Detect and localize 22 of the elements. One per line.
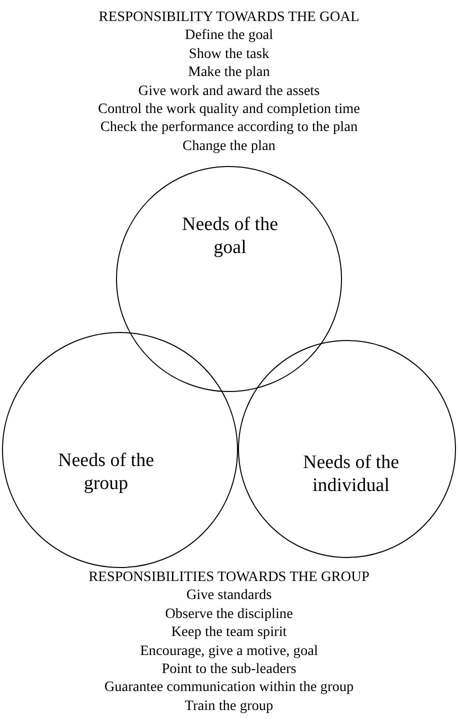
section-heading: RESPONSIBILITIES TOWARDS THE GROUP <box>88 568 370 586</box>
list-item: Give work and award the assets <box>138 82 320 100</box>
circle-label: Needs of the goal <box>180 213 280 259</box>
list-item: Encourage, give a motive, goal <box>140 642 318 660</box>
section-heading: RESPONSIBILITY TOWARDS THE GOAL <box>98 8 360 26</box>
list-item: Control the work quality and completion time <box>98 100 360 118</box>
venn-circle <box>116 166 342 392</box>
venn-circle <box>238 340 456 558</box>
list-item: Observe the discipline <box>165 604 293 624</box>
list-item: Define the goal <box>184 26 274 45</box>
list-item: Show the task <box>188 44 270 64</box>
list-item: Make the plan <box>188 63 270 82</box>
list-item: Check the performance according to the plan <box>100 118 358 137</box>
circle-label: Needs of the individual <box>302 451 400 497</box>
list-item: Give standards <box>186 586 272 605</box>
list-item: Keep the team spirit <box>171 623 287 642</box>
list-item: Point to the sub-leaders <box>162 660 296 678</box>
list-item: Train the group <box>184 696 274 716</box>
list-item: Guarantee communication within the group <box>104 678 354 697</box>
venn-circle <box>2 332 238 568</box>
list-item: Change the plan <box>182 136 276 156</box>
circle-label: Needs of the group <box>56 449 156 495</box>
